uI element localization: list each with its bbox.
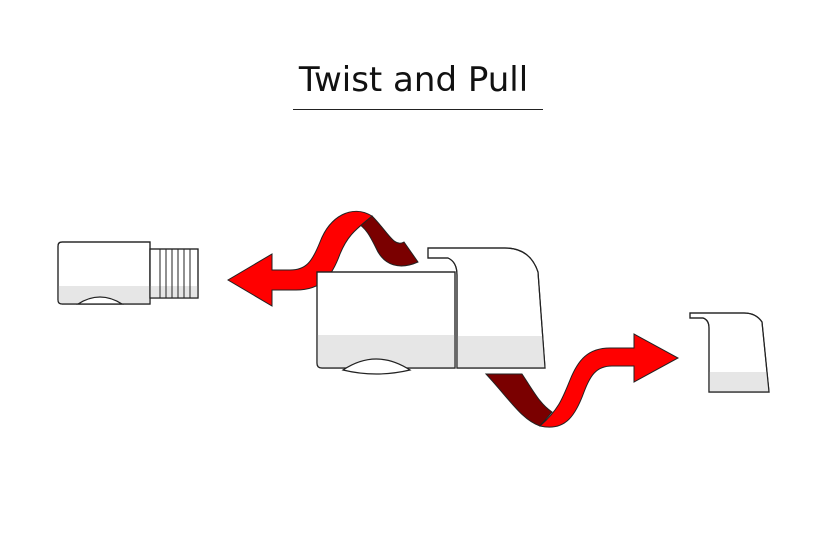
twist-arrow-left-icon <box>227 210 419 307</box>
diagram-title: Twist and Pull <box>298 60 529 100</box>
title-underline <box>293 109 543 110</box>
main-cap-part <box>427 247 546 369</box>
latch-tab <box>341 358 412 375</box>
main-body-part <box>316 271 456 375</box>
small-cap-part <box>689 312 770 393</box>
twist-arrow-right-icon <box>484 333 680 428</box>
latch-tab <box>75 296 125 305</box>
ribbed-collar <box>149 248 199 299</box>
left-connector-part <box>57 241 199 305</box>
